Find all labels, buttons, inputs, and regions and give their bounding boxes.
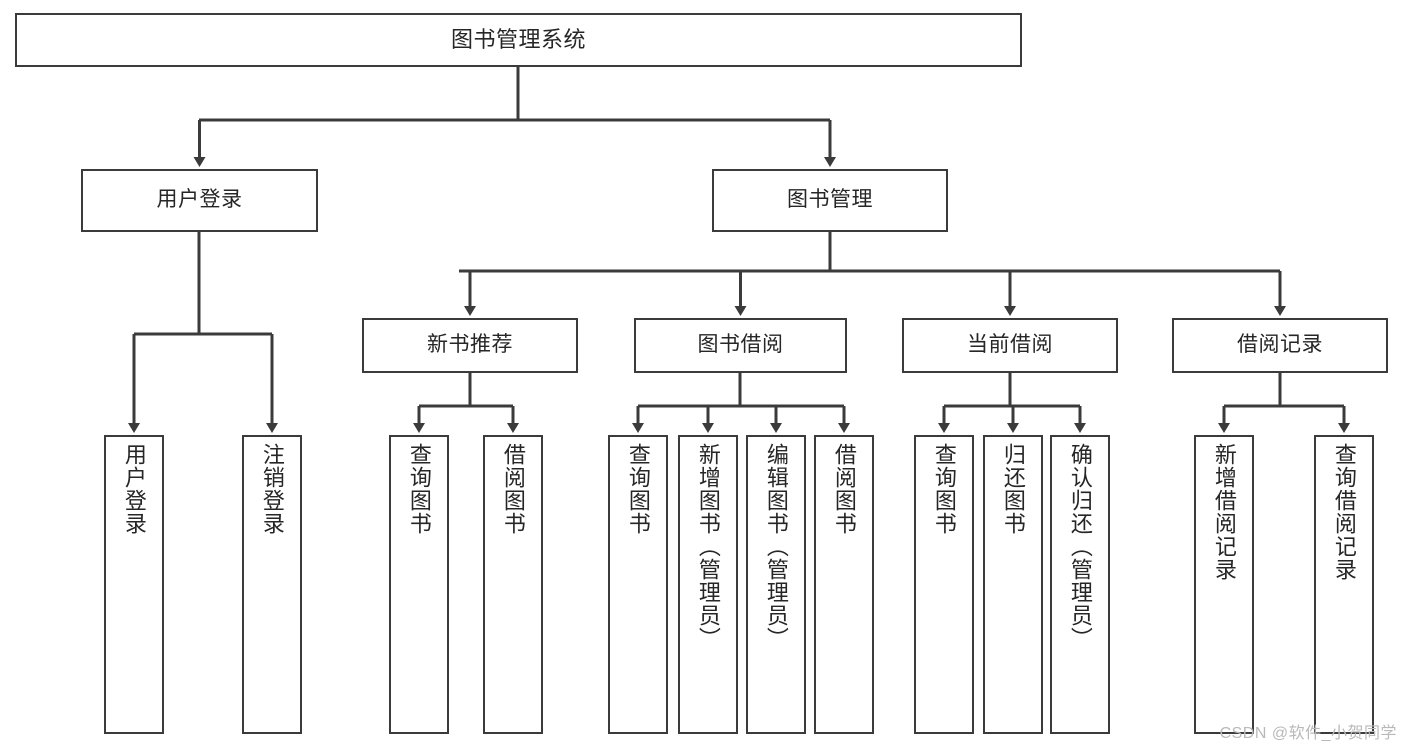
node-label: 图书管理 — [787, 188, 873, 212]
node-leaf-query-book-1[interactable]: 查询图书 — [389, 435, 449, 734]
node-new-book-recommend[interactable]: 新书推荐 — [362, 318, 578, 373]
node-label: 借阅记录 — [1237, 333, 1323, 357]
node-leaf-return-book[interactable]: 归还图书 — [983, 435, 1043, 734]
node-leaf-add-book[interactable]: 新增图书（管理员） — [678, 435, 738, 734]
node-book-manage[interactable]: 图书管理 — [712, 169, 948, 232]
node-leaf-query-borrow-record[interactable]: 查询借阅记录 — [1314, 435, 1374, 734]
node-label: 确认归还（管理员） — [1067, 443, 1093, 650]
node-user-login[interactable]: 用户登录 — [81, 169, 318, 232]
node-label: 新增图书（管理员） — [695, 443, 721, 650]
node-leaf-query-book-3[interactable]: 查询图书 — [914, 435, 974, 734]
node-label: 新增借阅记录 — [1211, 443, 1237, 581]
node-borrow-record[interactable]: 借阅记录 — [1172, 318, 1388, 373]
node-label: 用户登录 — [156, 188, 243, 212]
node-label: 查询图书 — [625, 443, 651, 535]
node-leaf-edit-book[interactable]: 编辑图书（管理员） — [746, 435, 806, 734]
node-leaf-query-book-2[interactable]: 查询图书 — [608, 435, 668, 734]
node-leaf-borrow-book-2[interactable]: 借阅图书 — [814, 435, 874, 734]
node-label: 当前借阅 — [967, 333, 1053, 357]
node-leaf-logout[interactable]: 注销登录 — [242, 435, 302, 734]
node-book-borrow[interactable]: 图书借阅 — [634, 318, 847, 373]
node-label: 图书借阅 — [697, 333, 784, 357]
node-root[interactable]: 图书管理系统 — [15, 13, 1022, 67]
node-label: 编辑图书（管理员） — [763, 443, 789, 650]
node-label: 查询图书 — [931, 443, 957, 535]
node-label: 查询借阅记录 — [1331, 443, 1357, 581]
node-label: 借阅图书 — [831, 443, 857, 535]
node-label: 用户登录 — [121, 443, 147, 535]
node-leaf-confirm-return[interactable]: 确认归还（管理员） — [1050, 435, 1110, 734]
node-leaf-borrow-book-1[interactable]: 借阅图书 — [483, 435, 543, 734]
node-label: 图书管理系统 — [450, 27, 586, 53]
node-label: 注销登录 — [259, 443, 285, 535]
node-leaf-add-borrow-record[interactable]: 新增借阅记录 — [1194, 435, 1254, 734]
node-label: 归还图书 — [1000, 443, 1026, 535]
node-leaf-user-login[interactable]: 用户登录 — [104, 435, 164, 734]
node-current-borrow[interactable]: 当前借阅 — [902, 318, 1118, 373]
node-label: 借阅图书 — [500, 443, 526, 535]
node-label: 查询图书 — [406, 443, 432, 535]
node-label: 新书推荐 — [427, 333, 513, 357]
